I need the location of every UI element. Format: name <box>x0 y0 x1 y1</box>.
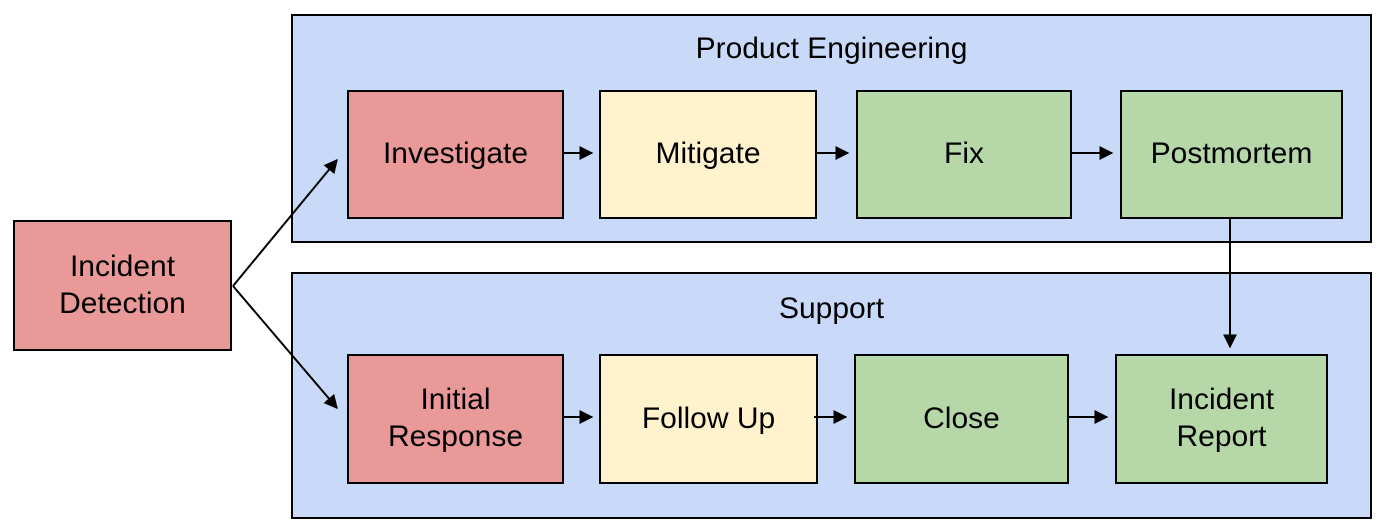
group-support: Support Initial Response Follow Up Close… <box>291 272 1372 519</box>
node-postmortem: Postmortem <box>1120 90 1343 219</box>
group-title-product-engineering: Product Engineering <box>695 32 968 65</box>
node-fix: Fix <box>856 90 1072 219</box>
node-close: Close <box>854 354 1069 484</box>
group-product-engineering: Product Engineering Investigate Mitigate… <box>291 14 1372 243</box>
node-incident-detection: Incident Detection <box>13 220 232 351</box>
node-mitigate: Mitigate <box>599 90 817 219</box>
node-incident-report: Incident Report <box>1115 354 1328 484</box>
node-initial-response: Initial Response <box>347 354 564 484</box>
node-investigate: Investigate <box>347 90 564 219</box>
node-follow-up: Follow Up <box>599 354 818 484</box>
group-title-support: Support <box>778 292 885 325</box>
